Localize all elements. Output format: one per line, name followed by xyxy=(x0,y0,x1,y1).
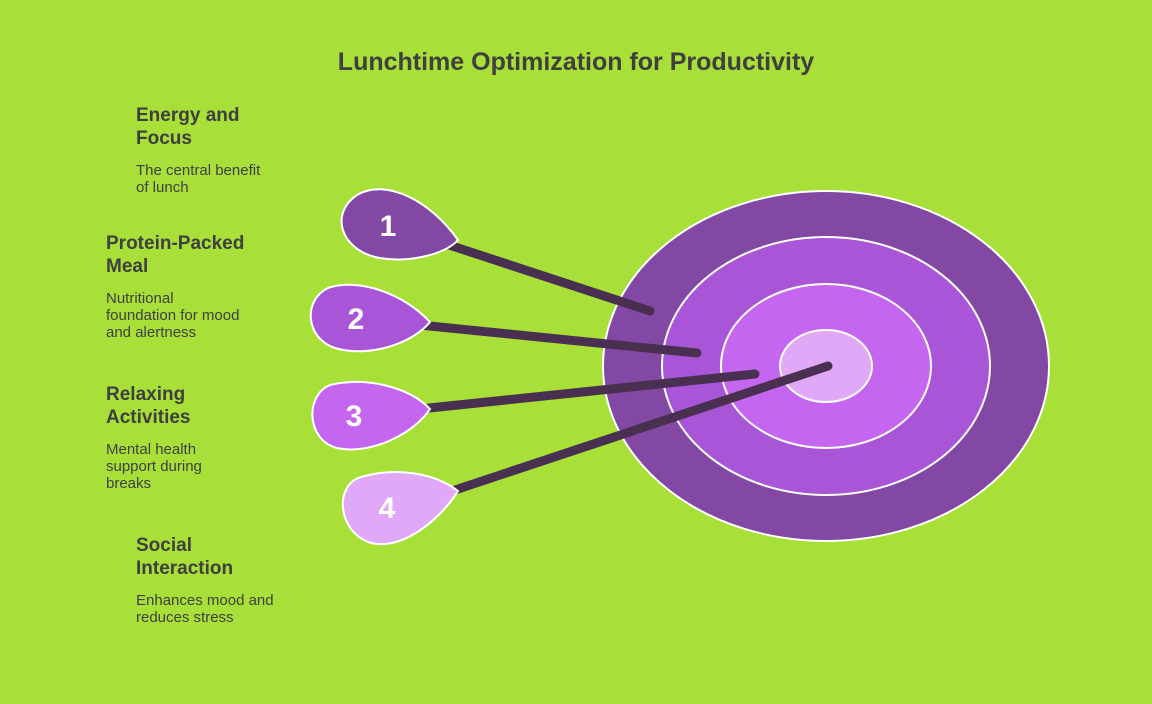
item-3-heading-line2: Activities xyxy=(106,407,191,428)
item-2-heading-line1: Protein-Packed xyxy=(106,233,245,254)
item-2-heading-line2: Meal xyxy=(106,256,149,277)
item-1-heading: Energy and Focus xyxy=(136,104,326,150)
item-3-desc-line2: support during xyxy=(106,458,202,475)
item-4-desc-line2: reduces stress xyxy=(136,609,234,626)
dart-2-head xyxy=(309,283,432,353)
dart-3-shaft xyxy=(405,369,760,415)
dart-4: 4 xyxy=(341,471,460,545)
dart-2-shaft xyxy=(405,319,702,358)
item-4-heading-line1: Social xyxy=(136,535,192,556)
item-2-heading: Protein-Packed Meal xyxy=(106,232,296,278)
item-1-desc-line1: The central benefit xyxy=(136,162,261,179)
dart-2-number: 2 xyxy=(348,303,365,336)
dart-4-shaft xyxy=(435,361,833,500)
dart-4-number: 4 xyxy=(379,492,396,525)
item-3-description: Mental health support during breaks xyxy=(106,441,296,492)
dart-shafts xyxy=(405,237,833,500)
item-4-description: Enhances mood and reduces stress xyxy=(136,592,326,626)
item-2-desc-line1: Nutritional xyxy=(106,290,174,307)
dart-3-number: 3 xyxy=(346,400,363,433)
dart-1-number: 1 xyxy=(380,210,397,243)
dart-1-head xyxy=(340,188,460,261)
diagram-title: Lunchtime Optimization for Productivity xyxy=(337,48,815,76)
dart-1-shaft xyxy=(435,237,655,316)
item-1-heading-line2: Focus xyxy=(136,128,192,149)
item-2-desc-line2: foundation for mood xyxy=(106,307,240,324)
dart-3: 3 xyxy=(311,381,432,451)
dart-3-head xyxy=(311,381,432,451)
item-1-heading-line1: Energy and xyxy=(136,105,240,126)
item-1-desc-line2: of lunch xyxy=(136,179,189,196)
item-relaxing-activities: Relaxing Activities Mental health suppor… xyxy=(106,383,296,492)
item-3-heading-line1: Relaxing xyxy=(106,384,186,405)
item-protein-meal: Protein-Packed Meal Nutritional foundati… xyxy=(106,232,296,341)
dart-4-head xyxy=(341,471,460,545)
item-1-description: The central benefit of lunch xyxy=(136,162,326,196)
item-4-heading-line2: Interaction xyxy=(136,558,234,579)
item-3-desc-line1: Mental health xyxy=(106,441,197,458)
dart-1: 1 xyxy=(340,188,460,261)
dart-2: 2 xyxy=(309,283,432,353)
item-social-interaction: Social Interaction Enhances mood and red… xyxy=(136,534,326,626)
item-3-desc-line3: breaks xyxy=(106,475,152,492)
item-2-desc-line3: and alertness xyxy=(106,324,197,341)
item-4-desc-line1: Enhances mood and xyxy=(136,592,274,609)
item-2-description: Nutritional foundation for mood and aler… xyxy=(106,290,296,341)
item-4-heading: Social Interaction xyxy=(136,534,326,580)
item-3-heading: Relaxing Activities xyxy=(106,383,296,429)
item-energy-focus: Energy and Focus The central benefit of … xyxy=(136,104,326,196)
